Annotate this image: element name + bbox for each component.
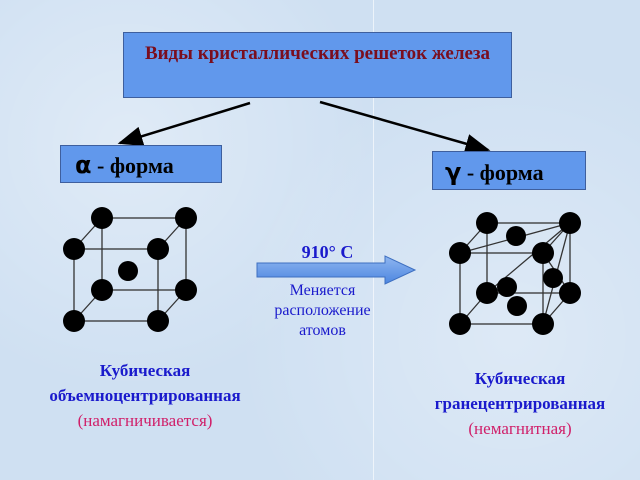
transition-temperature: 910° C	[301, 242, 354, 262]
bcc-caption: Кубическая объемноцентрированная (намагн…	[10, 358, 280, 433]
fcc-caption-line1: Кубическая	[474, 369, 566, 388]
alpha-symbol: α	[75, 151, 92, 179]
alpha-label: - форма	[91, 153, 174, 178]
fcc-caption-line2: гранецентрированная	[434, 394, 606, 413]
arrow-to-alpha	[117, 101, 251, 146]
title-box: Виды кристаллических решеток железа	[123, 32, 512, 98]
bcc-caption-line2: объемноцентрированная	[49, 386, 241, 405]
gamma-label: - форма	[461, 160, 544, 185]
transition-arrow	[256, 255, 417, 285]
fcc-caption-note: (немагнитная)	[468, 419, 572, 438]
arrow-to-gamma	[319, 100, 491, 154]
fcc-atoms	[449, 212, 581, 335]
gamma-symbol: γ	[445, 158, 462, 186]
title-text: Виды кристаллических решеток железа	[144, 43, 491, 64]
background-divider	[373, 0, 374, 480]
fcc-caption: Кубическая гранецентрированная (немагнит…	[385, 366, 640, 441]
bcc-caption-note: (намагничивается)	[77, 411, 213, 430]
gamma-form-box: γ - форма	[432, 151, 586, 190]
bcc-caption-line1: Кубическая	[99, 361, 191, 380]
transition-text: Меняется расположение атомов	[274, 282, 371, 339]
bcc-atoms	[63, 207, 197, 332]
alpha-form-box: α - форма	[60, 145, 222, 183]
